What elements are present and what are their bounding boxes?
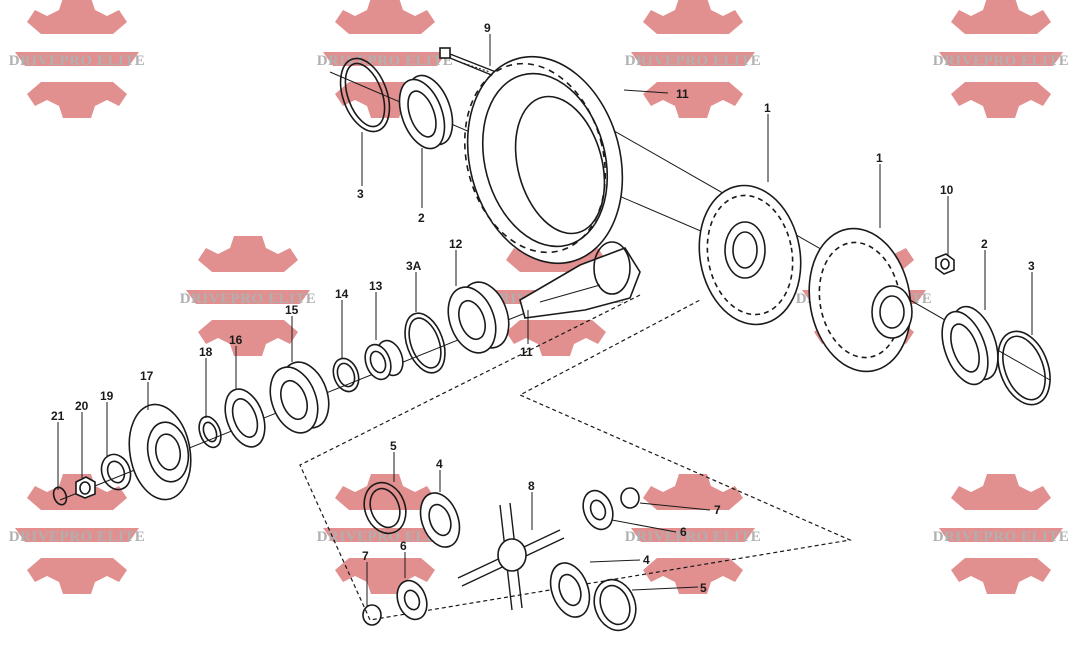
- leader-lines: [57, 34, 1033, 606]
- watermark-text: DRIVEPRO ELITE: [317, 529, 454, 545]
- callout-17: 17: [140, 369, 154, 383]
- callout-1-right: 1: [876, 151, 883, 165]
- watermark-text: DRIVEPRO ELITE: [933, 529, 1068, 545]
- watermark-text: DRIVEPRO ELITE: [625, 529, 762, 545]
- part-18-washer: [198, 415, 222, 449]
- callout-2-right: 2: [981, 237, 988, 251]
- part-14-washer: [332, 357, 360, 393]
- callout-5-top: 5: [390, 439, 397, 453]
- part-1-diff-case-left: [698, 184, 802, 326]
- part-9-bolt: [439, 47, 497, 77]
- part-5-washer-top: [363, 481, 407, 535]
- watermark-logo: DRIVEPRO ELITE: [933, 0, 1068, 118]
- callout-13: 13: [369, 279, 383, 293]
- callout-16: 16: [229, 333, 243, 347]
- callout-4-bottom: 4: [643, 553, 650, 567]
- watermark-logo: DRIVEPRO ELITE: [317, 474, 454, 594]
- part-13-spacer: [364, 339, 404, 381]
- callout-5-bottom: 5: [700, 581, 707, 595]
- callout-12: 12: [449, 237, 463, 251]
- watermark-logo: DRIVEPRO ELITE: [9, 0, 146, 118]
- callout-4-top: 4: [436, 457, 443, 471]
- callout-8: 8: [528, 479, 535, 493]
- callout-1-left: 1: [764, 101, 771, 115]
- callout-7-right: 7: [714, 503, 721, 517]
- watermark-text: DRIVEPRO ELITE: [317, 53, 454, 69]
- part-8-cross-shaft: [457, 502, 565, 611]
- part-3-ring-right: [997, 330, 1051, 406]
- part-19-lock-plate: [100, 453, 132, 491]
- callout-3A: 3A: [406, 259, 422, 273]
- callout-11-upper: 11: [676, 87, 689, 101]
- part-20-nut: [75, 476, 96, 499]
- callout-11-lower: 11: [520, 345, 533, 359]
- part-12-bearing: [447, 281, 510, 354]
- watermark-text: DRIVEPRO ELITE: [625, 53, 762, 69]
- callout-21: 21: [51, 409, 65, 423]
- part-11-pinion-gear: [519, 241, 641, 319]
- callout-15: 15: [285, 303, 299, 317]
- callout-9: 9: [484, 21, 491, 35]
- callout-3-right: 3: [1028, 259, 1035, 273]
- callouts: 9 11 1 1 3 2 10 2 3 12 3A 13 14 15 16 18…: [51, 21, 1035, 595]
- watermark-text: DRIVEPRO ELITE: [933, 53, 1068, 69]
- part-17-flange: [128, 403, 192, 501]
- part-6-pinion-top: [582, 489, 614, 531]
- callout-10: 10: [940, 183, 954, 197]
- part-7-washer-bottom: [362, 604, 382, 626]
- part-4-side-gear-bottom: [549, 562, 591, 618]
- watermark-text: DRIVEPRO ELITE: [9, 53, 146, 69]
- callout-6-left: 6: [400, 539, 407, 553]
- watermark-text: DRIVEPRO ELITE: [180, 291, 317, 307]
- part-3-ring: [339, 57, 391, 133]
- watermark-logo: DRIVEPRO ELITE: [625, 474, 762, 594]
- callout-6-right: 6: [680, 525, 687, 539]
- callout-19: 19: [100, 389, 114, 403]
- callout-7-left: 7: [362, 549, 369, 563]
- part-11-ring-gear: [463, 55, 624, 265]
- part-2-bearing: [398, 74, 454, 150]
- watermark-text: DRIVEPRO ELITE: [9, 529, 146, 545]
- part-2-bearing-right: [941, 305, 999, 386]
- callout-14: 14: [335, 287, 349, 301]
- part-6-pinion-bottom: [396, 579, 428, 621]
- callout-3-left: 3: [357, 187, 364, 201]
- callout-20: 20: [75, 399, 89, 413]
- part-16-seal: [224, 388, 266, 448]
- part-15-bearing: [269, 361, 330, 434]
- callout-2-left: 2: [418, 211, 425, 225]
- watermark-logo: DRIVEPRO ELITE: [180, 236, 317, 356]
- part-1-diff-case-right: [808, 227, 913, 373]
- part-10-nut: [935, 253, 955, 275]
- watermark-logo: DRIVEPRO ELITE: [625, 0, 762, 118]
- part-7-washer-top: [620, 487, 640, 509]
- callout-18: 18: [199, 345, 213, 359]
- part-4-side-gear-top: [419, 492, 461, 548]
- watermark-logo: DRIVEPRO ELITE: [933, 474, 1068, 594]
- watermark-logo: DRIVEPRO ELITE: [9, 474, 146, 594]
- part-3A-ring: [404, 312, 446, 374]
- part-21-washer: [52, 486, 68, 506]
- part-5-washer-bottom: [593, 578, 637, 632]
